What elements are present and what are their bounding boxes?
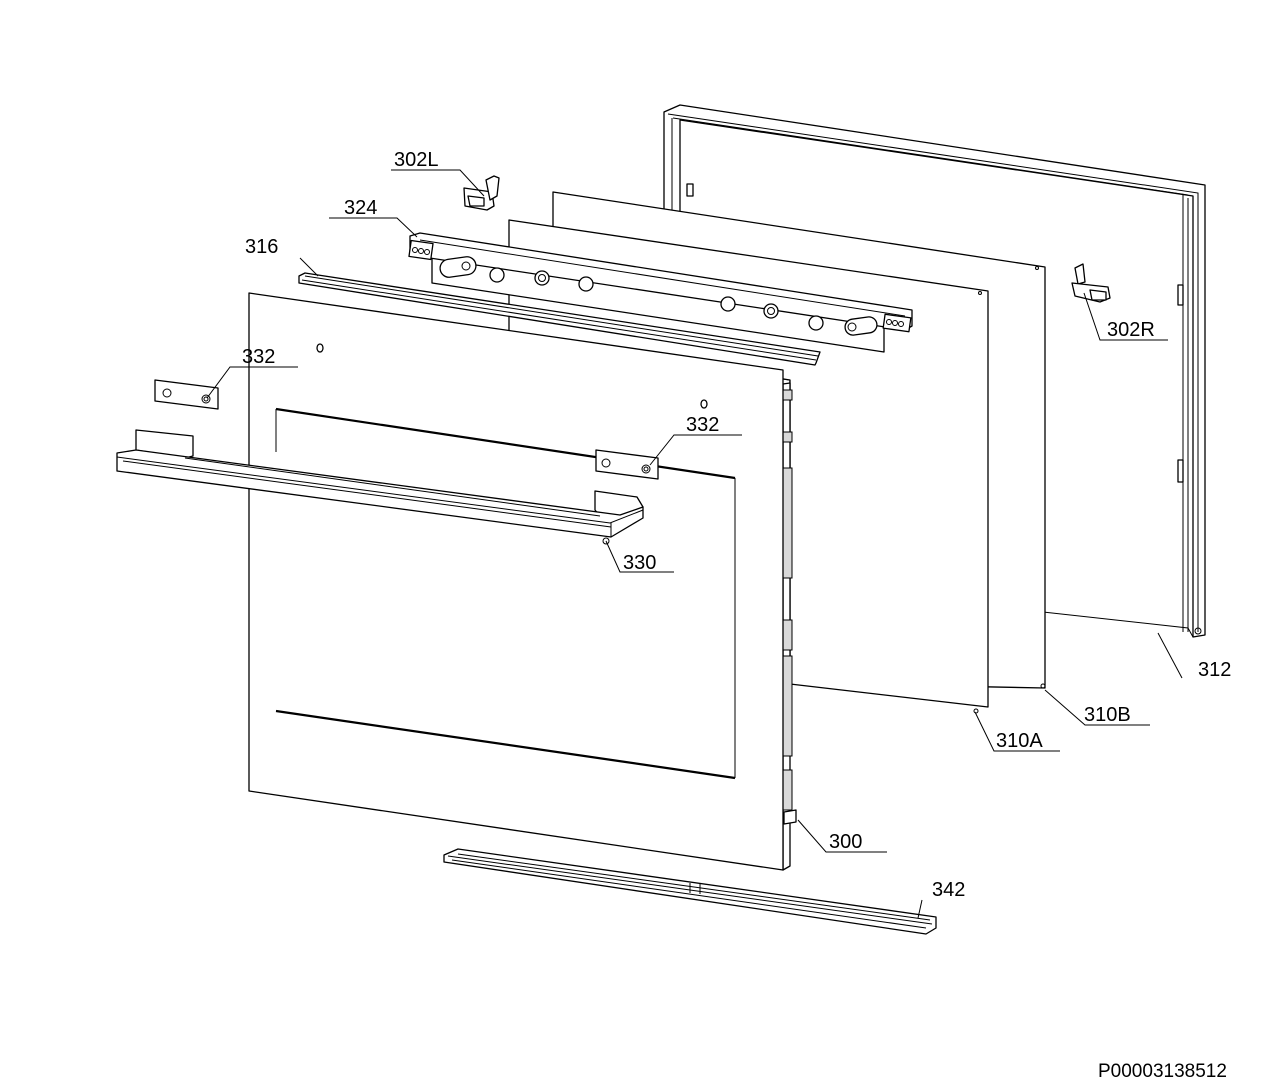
hinge-strip-324 — [408, 232, 913, 353]
label-310A: 310A — [996, 730, 1043, 752]
label-330: 330 — [623, 552, 656, 574]
label-332-left: 332 — [242, 346, 275, 368]
label-342: 342 — [932, 879, 965, 901]
drawing-code: P00003138512 — [1098, 1061, 1227, 1082]
label-310B: 310B — [1084, 704, 1131, 726]
outer-glass-300 — [248, 292, 797, 871]
label-312: 312 — [1198, 659, 1231, 681]
seal-strip-316 — [298, 272, 821, 366]
label-300: 300 — [829, 831, 862, 853]
bracket-right-332 — [595, 449, 659, 480]
handle-330 — [116, 429, 644, 545]
label-316: 316 — [245, 236, 278, 258]
label-302R: 302R — [1107, 319, 1155, 341]
label-302L: 302L — [394, 149, 439, 171]
hinge-left-302L — [463, 175, 500, 211]
label-324: 324 — [344, 197, 377, 219]
hinge-right-302R — [1071, 263, 1111, 303]
bottom-profile-342 — [443, 848, 937, 935]
leader-lines — [206, 169, 1183, 919]
bracket-left-332 — [154, 379, 219, 410]
label-332-right: 332 — [686, 414, 719, 436]
